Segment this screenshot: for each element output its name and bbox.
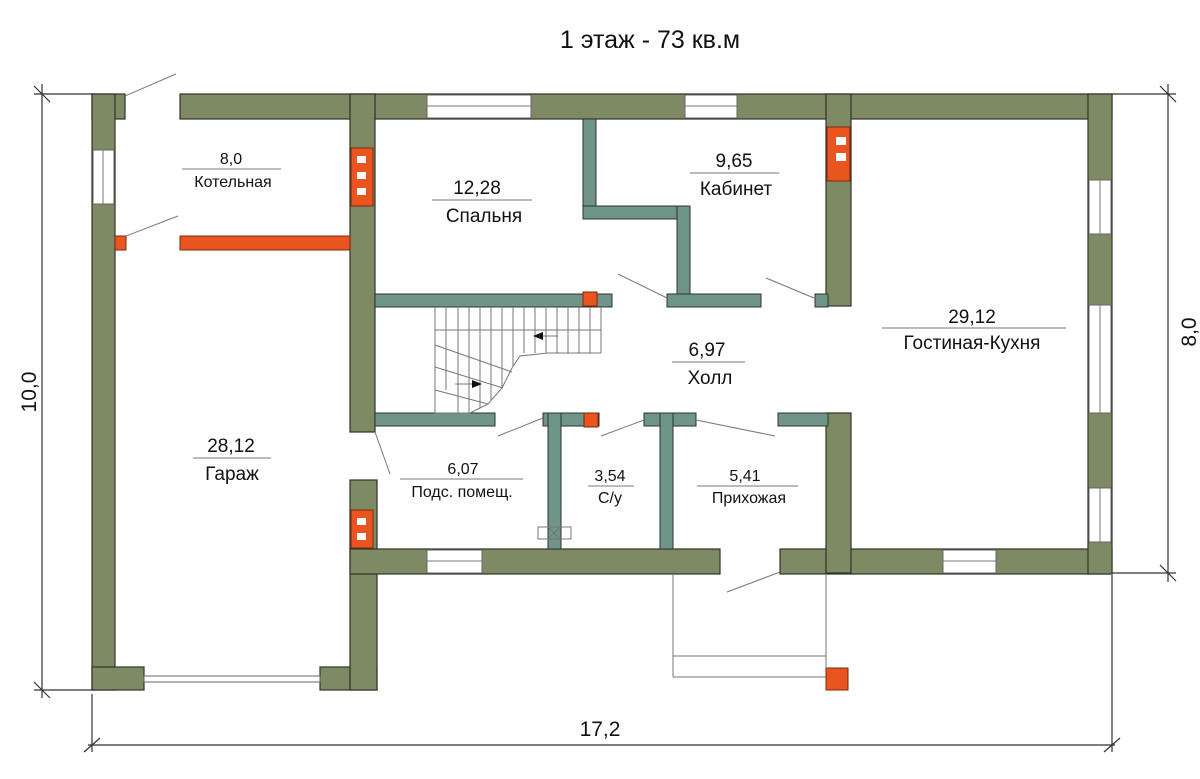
room-name-study: Кабинет — [700, 179, 773, 200]
porch-post — [825, 667, 849, 691]
room-name-hall: Холл — [688, 368, 733, 389]
dimension-height-left: 10,0 — [18, 372, 41, 413]
room-name-entry: Прихожая — [712, 490, 786, 507]
room-name-wc: С/у — [598, 490, 622, 507]
exterior-walls — [91, 93, 1113, 691]
room-name-garage: Гараж — [205, 464, 259, 485]
vent-hall-top — [582, 291, 598, 307]
room-area-boiler: 8,0 — [220, 151, 242, 168]
room-area-living: 29,12 — [948, 307, 996, 328]
room-name-living: Гостиная-Кухня — [904, 333, 1041, 354]
plan-title: 1 этаж - 73 кв.м — [560, 26, 740, 54]
door-swings — [124, 73, 815, 593]
room-name-boiler: Котельная — [194, 174, 271, 191]
room-name-bedroom: Спальня — [446, 206, 522, 227]
room-area-bedroom: 12,28 — [453, 178, 501, 199]
chimney-utility — [350, 509, 374, 549]
room-area-study: 9,65 — [716, 151, 753, 172]
chimney-living — [826, 126, 851, 182]
dimension-height-right: 8,0 — [1178, 317, 1200, 346]
room-area-wc: 3,54 — [594, 468, 625, 485]
room-area-hall: 6,97 — [689, 340, 726, 361]
dimension-width: 17,2 — [580, 718, 621, 741]
room-area-utility: 6,07 — [447, 461, 478, 478]
toilet-fixture — [537, 526, 572, 540]
porch — [672, 574, 827, 678]
dimension-lines — [33, 84, 1177, 753]
staircase — [434, 307, 602, 414]
room-name-utility: Подс. помещ. — [411, 484, 512, 501]
windows — [92, 94, 1112, 683]
room-area-garage: 28,12 — [207, 436, 255, 457]
vent-hall-bottom — [583, 412, 599, 428]
chimney-bedroom — [350, 147, 374, 207]
room-area-entry: 5,41 — [729, 468, 760, 485]
